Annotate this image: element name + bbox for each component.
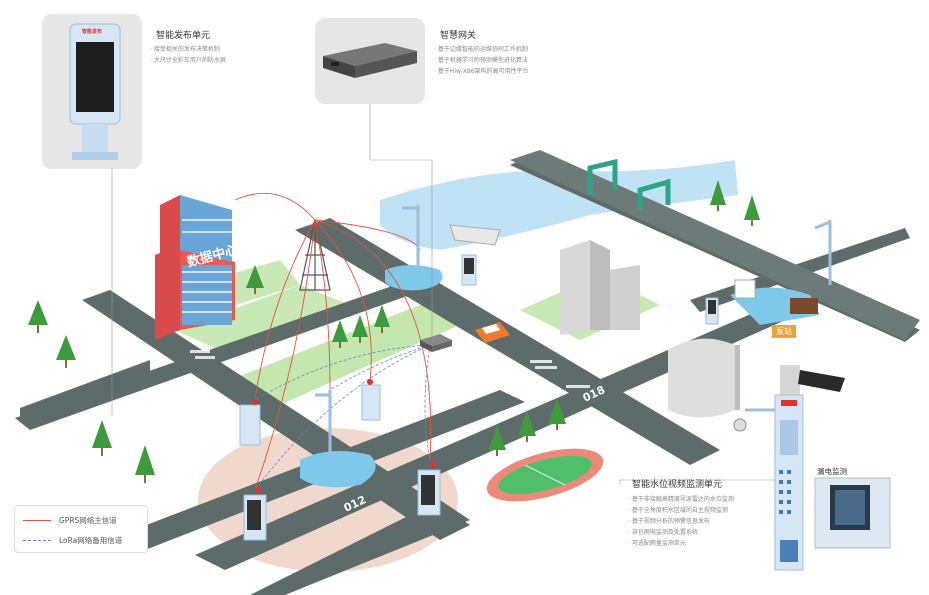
release-board-1 xyxy=(239,399,261,446)
water-unit-features: 基于非接触高精度导波雷达的水位监测 基于全角度积水区域的自主视频监测 基于视频分… xyxy=(628,494,734,549)
crosswalks xyxy=(190,350,590,388)
release-board-illustration xyxy=(69,23,121,160)
gateway-feature: 基于边缘智能的运维协同工作机制 xyxy=(434,44,529,55)
gateway-card xyxy=(315,18,425,104)
gateway-features: 基于边缘智能的运维协同工作机制 基于机器学习的预测模型进化算法 基于Hiw-X8… xyxy=(434,44,529,77)
legend-gprs: GPRS网络主信道 xyxy=(23,514,117,526)
lora-line-swatch xyxy=(23,539,51,541)
pump-station xyxy=(734,279,818,314)
water-monitor-tower xyxy=(733,365,845,571)
camera-pole-right xyxy=(814,220,832,285)
leak-monitor-inset xyxy=(814,477,891,549)
release-unit-feature: 大尺寸全彩车用户的防水屏 xyxy=(150,55,226,66)
release-board-3 xyxy=(417,462,441,516)
release-unit-feature: 接受相关的发布决策机制 xyxy=(150,44,226,55)
gateway-title: 智慧网关 xyxy=(440,31,477,41)
release-unit-features: 接受相关的发布决策机制 大尺寸全彩车用户的防水屏 xyxy=(150,44,226,66)
water-unit-feature: 自包雨电监测及处置系统 xyxy=(628,527,734,538)
water-unit-feature: 基于全角度积水区域的自主视频监测 xyxy=(628,505,734,516)
sports-field xyxy=(486,448,604,502)
leak-monitor-label: 漏电监测 xyxy=(817,467,847,476)
legend-gprs-label: GPRS网络主信道 xyxy=(59,515,117,525)
data-center-building: 数据中心 xyxy=(155,195,240,340)
gateway-device-illustration xyxy=(323,43,417,78)
water-unit-feature: 基于视频分析的预警信息发布 xyxy=(628,516,734,527)
water-unit-feature: 可选配雨量监测单元 xyxy=(628,538,734,549)
camera-pole-center xyxy=(315,390,332,460)
release-unit-card: 智能发布 xyxy=(42,14,142,169)
office-building xyxy=(560,240,640,335)
grass-left xyxy=(175,285,350,355)
gateway-feature: 基于机器学习的预测模型进化算法 xyxy=(434,55,529,66)
gateway-device-map xyxy=(420,334,452,352)
release-board-6 xyxy=(705,297,719,325)
water-unit-feature: 基于非接触高精度导波雷达的水位监测 xyxy=(628,494,734,505)
trees xyxy=(28,180,760,483)
release-board-2 xyxy=(243,487,267,541)
legend: GPRS网络主信道 LoRa网络备用信道 xyxy=(14,505,148,553)
puddle-center xyxy=(300,451,376,488)
release-board-5 xyxy=(461,254,477,286)
release-board-4 xyxy=(361,379,381,421)
lora-links xyxy=(254,344,431,491)
bridge-road xyxy=(510,150,920,340)
car xyxy=(475,322,510,343)
legend-lora-label: LoRa网络备用信道 xyxy=(59,535,123,545)
curved-building xyxy=(668,338,740,418)
bridge-arches xyxy=(587,158,671,210)
boat xyxy=(449,224,501,246)
gprs-line-swatch xyxy=(23,519,51,521)
release-unit-title: 智能发布单元 xyxy=(156,31,211,41)
gateway-feature: 基于Hiw-X86架构的高可用性平台 xyxy=(434,66,529,77)
water-unit-title: 智能水位视频监测单元 xyxy=(632,480,723,490)
legend-lora: LoRa网络备用信道 xyxy=(23,534,122,546)
pump-station-label: 泵站 xyxy=(772,325,796,338)
release-unit-brand: 智能发布 xyxy=(82,29,103,35)
